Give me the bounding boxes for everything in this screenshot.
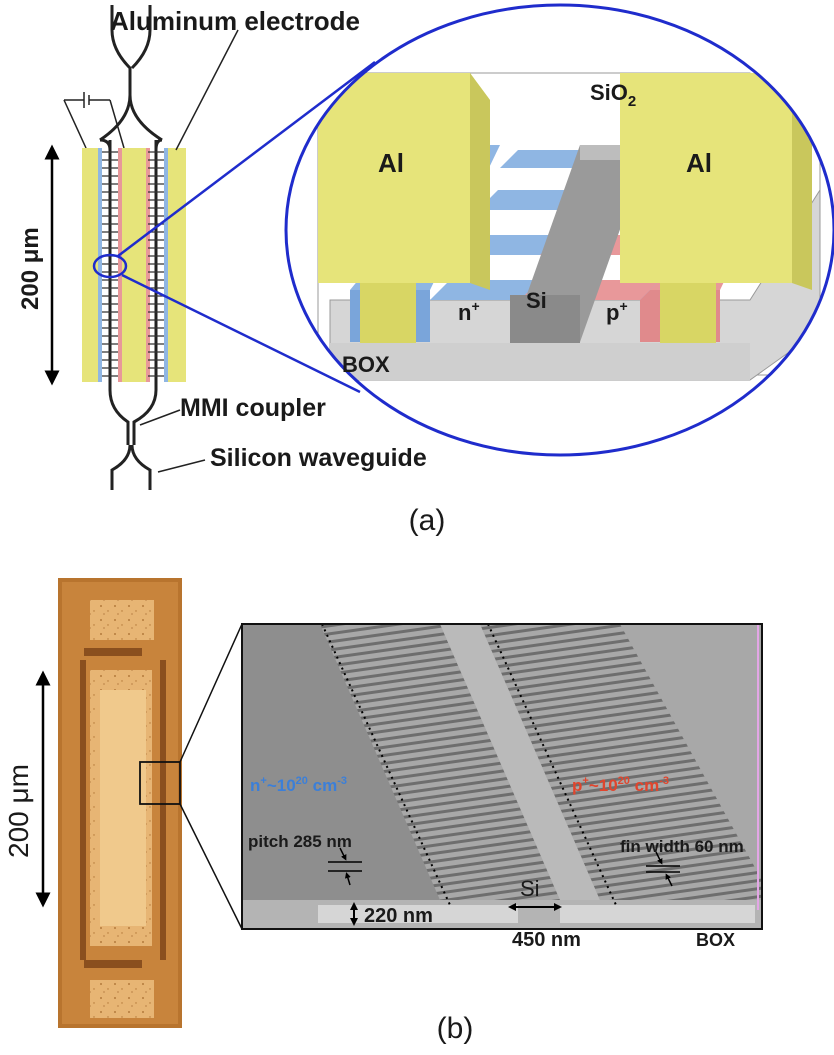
length-label-a: 200 μm: [17, 227, 44, 310]
al-left-label: Al: [378, 148, 404, 178]
aluminum-electrode-label: Aluminum electrode: [110, 6, 360, 36]
box-label-b: BOX: [696, 930, 735, 950]
p-doping-label: p+~1020 cm-3: [572, 775, 669, 795]
al-right-label: Al: [686, 148, 712, 178]
phase-shifter-arms: [82, 138, 186, 390]
cross-section-3d: [286, 5, 834, 455]
caption-a: (a): [409, 504, 446, 537]
si-label-a: Si: [526, 288, 547, 313]
panel-a: Aluminum electrode 200 μm MMI coupler Si…: [17, 3, 834, 537]
sem-image: [241, 623, 763, 930]
output-waveguide: [108, 389, 158, 490]
input-waveguide: [99, 5, 163, 142]
waveguide-leader: [157, 459, 206, 473]
electrode-leader: [175, 29, 239, 151]
optical-micrograph: [58, 578, 182, 1028]
mmi-coupler-label: MMI coupler: [180, 394, 326, 422]
sio2-label: SiO2: [590, 80, 636, 110]
height-label: 220 nm: [364, 905, 433, 927]
caption-b: (b): [437, 1012, 474, 1045]
zoom-circle: [284, 3, 834, 457]
zoom-line-top: [117, 61, 376, 257]
sem-annotations: [328, 847, 680, 926]
panel-b: 200 μm n+~1020 cm-3 p+~1020 cm-3 pitch 2…: [3, 578, 763, 1045]
fin-width-label: fin width 60 nm: [620, 837, 744, 856]
si-rib: [510, 145, 650, 342]
n-doping-label: n+~1020 cm-3: [250, 775, 347, 795]
mmi-leader: [139, 409, 181, 426]
pitch-label: pitch 285 nm: [248, 832, 352, 851]
length-label-b: 200 μm: [3, 764, 34, 858]
si-label-b: Si: [520, 876, 540, 901]
p-plus-label: p+: [606, 298, 628, 325]
silicon-waveguide-label: Silicon waveguide: [210, 444, 427, 472]
width-label: 450 nm: [512, 929, 581, 951]
sem-zoom-line-top: [179, 623, 243, 763]
n-plus-label: n+: [458, 298, 480, 325]
box-layer: [330, 343, 750, 380]
box-label-a: BOX: [342, 352, 390, 377]
sem-zoom-line-bottom: [179, 803, 243, 930]
zoom-marker: [92, 253, 128, 279]
voltage-source-icon: [63, 92, 125, 149]
zoom-line-bottom: [121, 273, 361, 394]
